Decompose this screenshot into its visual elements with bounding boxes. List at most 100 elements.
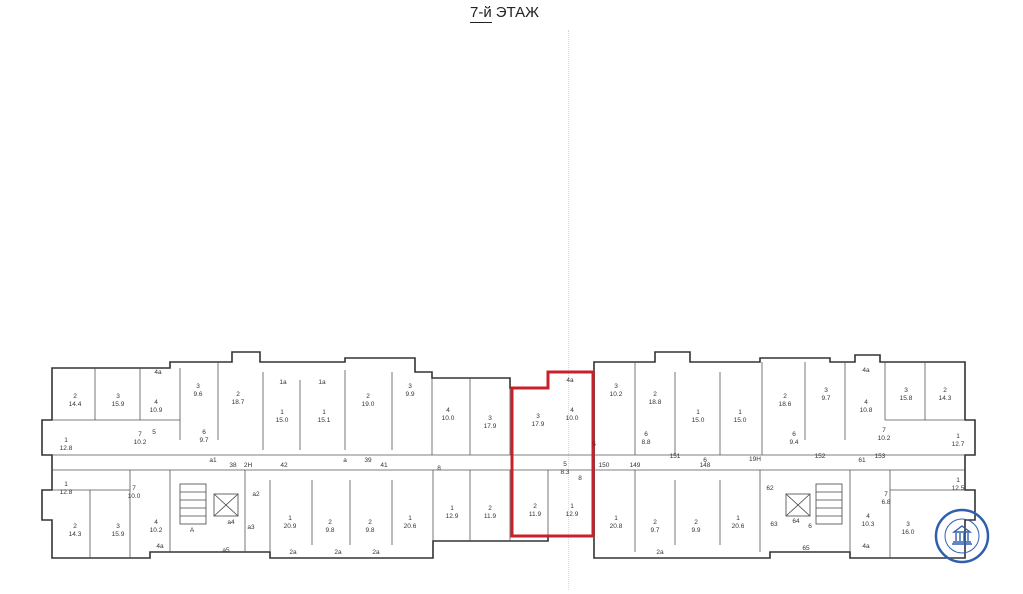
room-number: 2	[368, 519, 372, 526]
room-number: 3	[906, 521, 910, 528]
corridor-label: a3	[247, 524, 255, 531]
room-number: 1	[696, 409, 700, 416]
room-area: 15.1	[318, 417, 331, 424]
room: 29.9	[691, 519, 700, 534]
room: 315.8	[900, 387, 913, 402]
room: 315.9	[112, 523, 125, 538]
corridor-label: a1	[209, 457, 217, 464]
room-area: 15.9	[112, 401, 125, 408]
corridor-label: 152	[815, 453, 826, 460]
room-number: 6	[202, 429, 206, 436]
room-area: 9.8	[365, 527, 374, 534]
room: 68.8	[641, 431, 650, 446]
room-number: 1	[738, 409, 742, 416]
room: 710.2	[878, 427, 891, 442]
corridor-label: 63	[770, 521, 778, 528]
corridor-label: 2a	[656, 549, 664, 556]
corridor-label: 65	[802, 545, 810, 552]
room-area: 12.5	[952, 485, 965, 492]
room-number: 1	[570, 503, 574, 510]
room: 4a	[154, 369, 162, 376]
room-number: 2	[653, 519, 657, 526]
room-number: 3	[408, 383, 412, 390]
room: 69.4	[789, 431, 798, 446]
corridor-label: 41	[380, 462, 388, 469]
corridor-label: a5	[222, 547, 230, 554]
room-area: 15.0	[734, 417, 747, 424]
room: 218.6	[779, 393, 792, 408]
room-number: 6	[792, 431, 796, 438]
stair-lift-core-right	[785, 483, 843, 525]
room-area: 18.6	[779, 401, 792, 408]
room: 211.9	[529, 503, 542, 518]
room: 4a	[862, 367, 870, 374]
room-number: 1	[64, 481, 68, 488]
corridor-label: a2	[252, 491, 260, 498]
room-area: 10.8	[860, 407, 873, 414]
room-area: 18.7	[232, 399, 245, 406]
room-number: 3	[614, 383, 618, 390]
room-area: 15.0	[692, 417, 705, 424]
room-area: 11.9	[529, 511, 542, 518]
room-area: 9.8	[325, 527, 334, 534]
corridor-label: 38	[229, 462, 237, 469]
room-area: 10.2	[150, 527, 163, 534]
room: 710.0	[128, 485, 141, 500]
room-number: 1	[956, 477, 960, 484]
room-number: 2	[366, 393, 370, 400]
corridor-label: 151	[670, 453, 681, 460]
room-area: 9.7	[199, 437, 208, 444]
room-area: 10.2	[878, 435, 891, 442]
corridor-label: 42	[280, 462, 288, 469]
room-number: 1a	[279, 379, 287, 386]
room-area: 15.8	[900, 395, 913, 402]
room-area: 20.9	[284, 523, 297, 530]
room: 112.5	[952, 477, 965, 492]
room: 310.2	[610, 383, 623, 398]
room: 4a	[566, 377, 574, 384]
corridor-label: 19H	[749, 456, 761, 463]
room: 112.9	[446, 505, 459, 520]
sheet-fold-line	[568, 30, 569, 590]
corridor-label: 5	[152, 429, 156, 436]
room-number: 2	[488, 505, 492, 512]
room-area: 6.8	[881, 499, 890, 506]
room-number: 3	[196, 383, 200, 390]
room: 115.0	[692, 409, 705, 424]
room: 58.3	[560, 461, 569, 476]
room-area: 14.3	[939, 395, 952, 402]
room-area: 10.2	[610, 391, 623, 398]
room: 115.0	[734, 409, 747, 424]
corridor-label: 8	[437, 465, 441, 472]
room: 120.8	[610, 515, 623, 530]
corridor-label: 4a	[156, 543, 164, 550]
room-number: 2	[73, 393, 77, 400]
room: 410.2	[150, 519, 163, 534]
room-area: 12.7	[952, 441, 965, 448]
room: 76.8	[881, 491, 890, 506]
room-number: 7	[882, 427, 886, 434]
corridor-label: 8	[578, 475, 582, 482]
room: 39.9	[405, 383, 414, 398]
room-number: 7	[884, 491, 888, 498]
room-number: 2	[533, 503, 537, 510]
room: 29.8	[325, 519, 334, 534]
room: 214.3	[69, 523, 82, 538]
room-area: 9.7	[650, 527, 659, 534]
room: 710.2	[134, 431, 147, 446]
room: 218.8	[649, 391, 662, 406]
room-area: 12.8	[60, 489, 73, 496]
room-number: 7	[132, 485, 136, 492]
room-number: 1	[280, 409, 284, 416]
room: 410.3	[862, 513, 875, 528]
room: 315.9	[112, 393, 125, 408]
room-number: 4	[570, 407, 574, 414]
room-area: 10.9	[150, 407, 163, 414]
room-number: 4	[446, 407, 450, 414]
room-area: 17.9	[484, 423, 497, 430]
room-number: 4	[866, 513, 870, 520]
room-area: 9.6	[193, 391, 202, 398]
room: 112.9	[566, 503, 579, 518]
